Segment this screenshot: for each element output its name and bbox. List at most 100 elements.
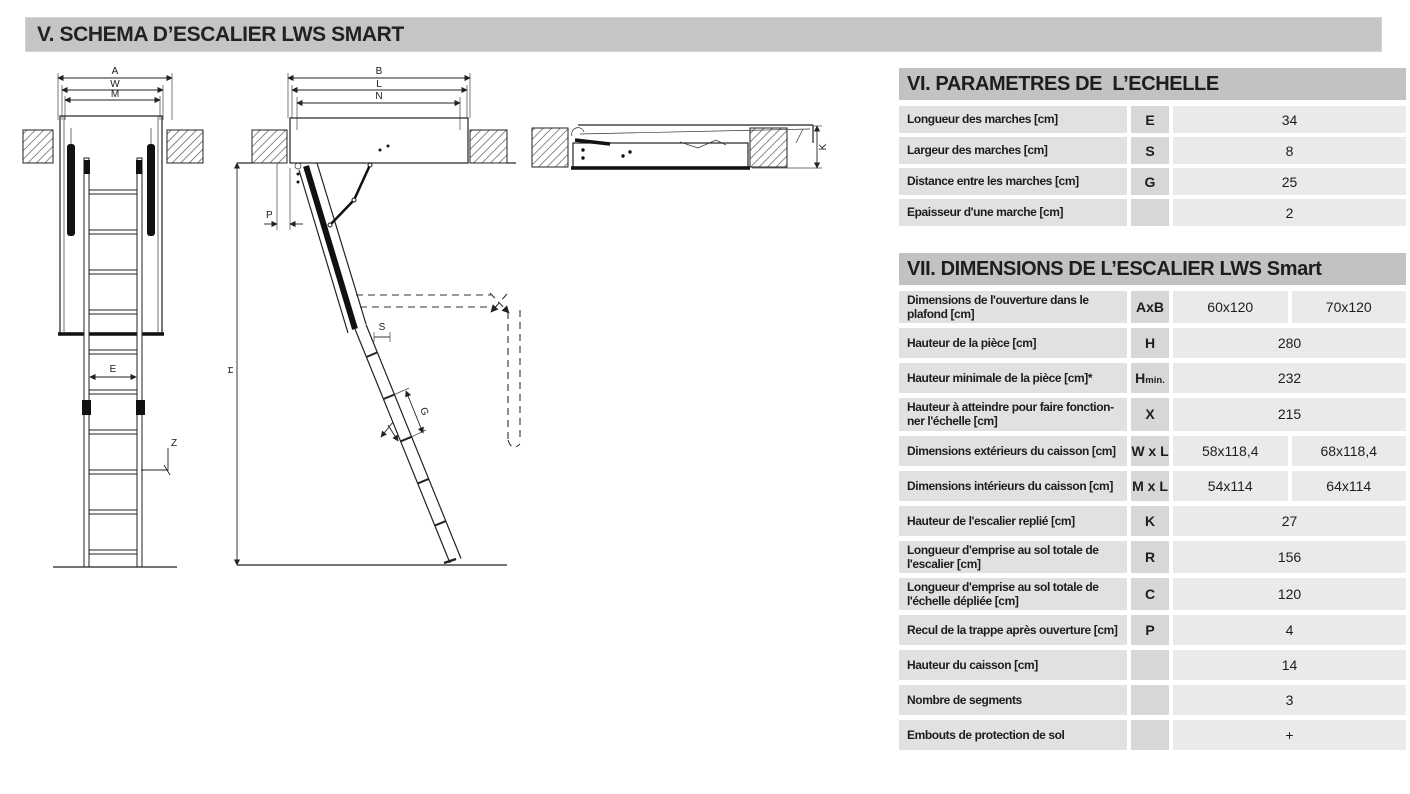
table-row: Hauteur du caisson [cm] 14	[899, 650, 1406, 681]
table-dimensions: VII. DIMENSIONS DE L’ESCALIER LWS Smart …	[899, 253, 1406, 755]
row-label: Nombre de segments	[899, 685, 1127, 716]
row-label: Embouts de protection de sol	[899, 720, 1127, 751]
rungs	[88, 189, 138, 555]
table-row: Dimensions extérieurs du caisson [cm]W x…	[899, 435, 1406, 466]
dim-h: H	[228, 162, 241, 566]
row-symbol: S	[1131, 137, 1169, 164]
row-label: Dimensions de l'ouverture dans le plafon…	[899, 291, 1127, 324]
drawing-side-view: B L N	[228, 66, 521, 566]
table-parameters: VI. PARAMETRES DE L’ECHELLE Longueur des…	[899, 68, 1406, 230]
row-label: Hauteur à atteindre pour faire fonction-…	[899, 398, 1127, 431]
dim-label-m: M	[111, 89, 119, 100]
table-row: Hauteur à atteindre pour faire fonction-…	[899, 398, 1406, 431]
row-label: Hauteur de la pièce [cm]	[899, 328, 1127, 359]
drawing-front-view: A W M	[22, 66, 204, 568]
dimensions-rows: Dimensions de l'ouverture dans le plafon…	[899, 291, 1406, 751]
row-value: 64x114	[1291, 470, 1406, 501]
ceiling-hatch-right	[166, 129, 204, 164]
row-label: Dimensions intérieurs du caisson [cm]	[899, 470, 1127, 501]
spring-right	[147, 144, 155, 236]
row-value: 25	[1173, 168, 1406, 195]
row-label: Hauteur minimale de la pièce [cm]*	[899, 363, 1127, 394]
row-symbol: P	[1131, 615, 1169, 646]
dim-w: W	[61, 79, 164, 94]
dim-k: K	[752, 125, 829, 169]
dim-label-a: A	[112, 66, 119, 77]
row-value: 54x114	[1173, 470, 1288, 501]
table-row: Epaisseur d'une marche [cm] 2	[899, 199, 1406, 226]
row-symbol: C	[1131, 577, 1169, 611]
dim-label-z: Z	[171, 438, 177, 449]
row-label: Hauteur de l'escalier replié [cm]	[899, 505, 1127, 536]
row-label: Dimensions extérieurs du caisson [cm]	[899, 435, 1127, 466]
row-values: 14	[1173, 650, 1406, 681]
dim-label-k: K	[818, 143, 829, 150]
row-symbol: W x L	[1131, 435, 1169, 466]
dim-n: N	[296, 91, 461, 107]
row-value: 156	[1173, 540, 1406, 573]
row-values: 232	[1173, 363, 1406, 394]
ceiling-hatch-left	[22, 129, 54, 164]
row-symbol: G	[1131, 168, 1169, 195]
row-symbol	[1131, 720, 1169, 751]
table-row: Dimensions de l'ouverture dans le plafon…	[899, 291, 1406, 324]
row-value: 215	[1173, 398, 1406, 431]
dim-label-w: W	[110, 79, 120, 90]
table-row: Longueur d'emprise au sol totale de l'éc…	[899, 577, 1406, 611]
dim-label-l: L	[376, 79, 382, 90]
row-symbol: H	[1131, 328, 1169, 359]
dim-p: P	[264, 163, 303, 230]
dim-label-b: B	[376, 66, 383, 77]
row-value: 2	[1173, 199, 1406, 226]
table-row: Longueur d'emprise au sol totale de l'es…	[899, 540, 1406, 573]
open-trapdoor	[303, 165, 358, 330]
row-values: 3	[1173, 685, 1406, 716]
spring-left	[67, 144, 75, 236]
row-symbol: X	[1131, 398, 1169, 431]
row-values: 120	[1173, 577, 1406, 611]
stile-right	[136, 157, 143, 568]
row-symbol: AxB	[1131, 291, 1169, 324]
row-symbol	[1131, 685, 1169, 716]
ceiling-hatch-left	[251, 129, 288, 164]
dim-l: L	[291, 79, 468, 94]
dim-e: E	[89, 364, 137, 381]
swing-clearance-outline	[356, 292, 521, 448]
dim-label-h: H	[228, 366, 236, 373]
dim-b: B	[287, 66, 471, 82]
row-symbol: M x L	[1131, 470, 1169, 501]
row-label: Epaisseur d'une marche [cm]	[899, 199, 1127, 226]
row-value: 27	[1173, 505, 1406, 536]
row-values: 34	[1173, 106, 1406, 133]
row-value: 58x118,4	[1173, 435, 1288, 466]
row-value: 8	[1173, 137, 1406, 164]
dim-a: A	[57, 66, 173, 82]
trapdoor-panel	[59, 115, 163, 334]
dim-label-n: N	[375, 91, 382, 102]
ceiling-hatch-left	[531, 127, 569, 168]
row-values: 2	[1173, 199, 1406, 226]
table-row: Embouts de protection de sol +	[899, 720, 1406, 751]
closed-trapdoor-box	[572, 142, 749, 168]
row-values: +	[1173, 720, 1406, 751]
ceiling-hatch-right	[749, 127, 788, 168]
row-label: Hauteur du caisson [cm]	[899, 650, 1127, 681]
row-symbol	[1131, 650, 1169, 681]
stile-left	[83, 157, 90, 568]
dim-label-p: P	[266, 210, 273, 221]
ladder	[354, 324, 462, 565]
row-value: +	[1173, 720, 1406, 751]
folded-mechanism	[574, 138, 611, 146]
dim-z: Z	[141, 438, 177, 476]
